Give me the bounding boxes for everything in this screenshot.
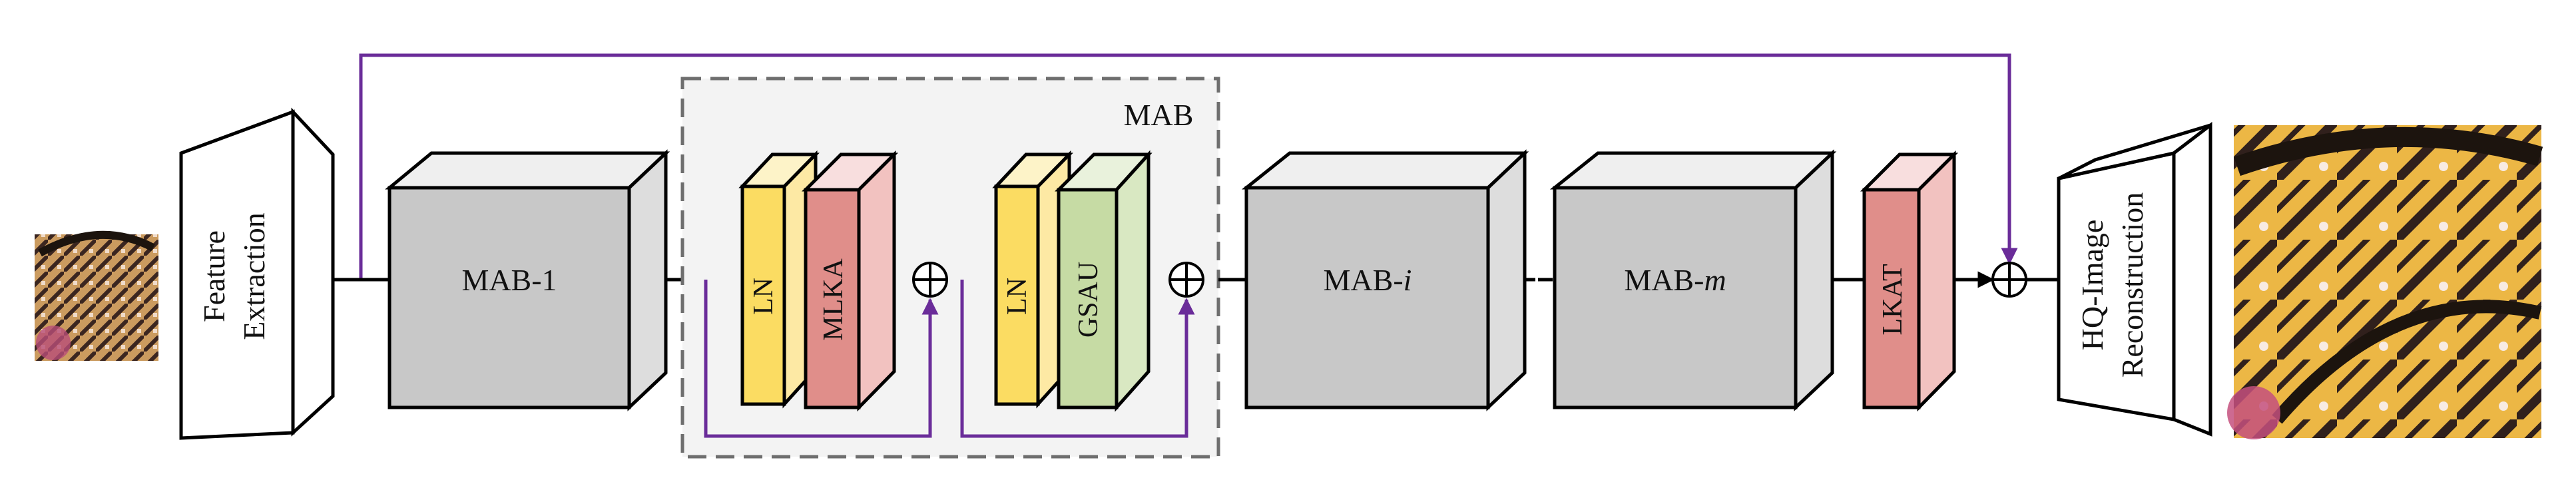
output-image xyxy=(2227,125,2543,439)
add-operator-1 xyxy=(912,262,948,298)
mab-m-label-prefix: MAB- xyxy=(1624,263,1704,297)
mab-1-label: MAB-1 xyxy=(461,263,557,297)
add-operator-final xyxy=(1991,262,2027,298)
mab-m-block: MAB-m xyxy=(1549,149,1837,411)
lkat-label: LKAT xyxy=(1878,264,1908,335)
input-image xyxy=(35,230,158,361)
mab-1-block: MAB-1 xyxy=(385,149,670,411)
mlka-label: MLKA xyxy=(818,258,849,341)
mab-i-block: MAB-i xyxy=(1241,149,1529,411)
reconstruction-label-line2: Reconstruction xyxy=(2115,192,2149,378)
add-operator-2 xyxy=(1168,262,1204,298)
mab-group-label: MAB xyxy=(1124,98,1194,132)
lkat-block: LKAT xyxy=(1860,150,1959,412)
ln-2-label: LN xyxy=(1002,278,1033,315)
mab-i-label: MAB-i xyxy=(1324,263,1412,297)
ln-1-label: LN xyxy=(748,278,779,315)
feature-extraction-label-line2: Extraction xyxy=(237,212,271,340)
gsau-block: GSAU xyxy=(1054,150,1153,412)
global-skip-connection xyxy=(359,53,2018,280)
mab-i-label-prefix: MAB- xyxy=(1324,263,1404,297)
mab-m-label: MAB-m xyxy=(1624,263,1726,297)
feature-extraction-block: Feature Extraction xyxy=(179,107,335,440)
reconstruction-block: HQ-Image Reconstruction xyxy=(2057,121,2212,437)
mab-m-label-index: m xyxy=(1704,263,1726,297)
residual-skip-2 xyxy=(960,280,1195,438)
residual-skip-1 xyxy=(704,280,939,438)
feature-extraction-label-line1: Feature xyxy=(197,230,231,322)
gsau-label: GSAU xyxy=(1073,262,1104,338)
mab-i-label-index: i xyxy=(1404,263,1412,297)
reconstruction-label-line1: HQ-Image xyxy=(2075,220,2109,351)
mlka-block: MLKA xyxy=(801,150,899,412)
